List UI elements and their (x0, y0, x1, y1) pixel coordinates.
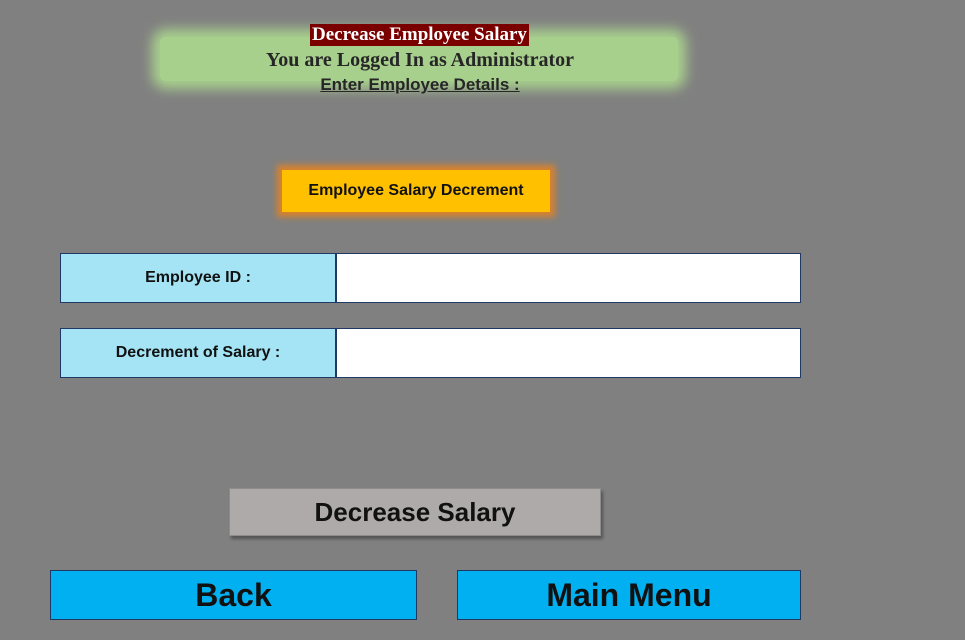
employee-id-input[interactable] (336, 253, 801, 303)
back-button[interactable]: Back (50, 570, 417, 620)
form-instructions: Enter Employee Details : (320, 75, 520, 94)
decrease-salary-button[interactable]: Decrease Salary (229, 488, 601, 536)
main-menu-button[interactable]: Main Menu (457, 570, 801, 620)
salary-decrement-input[interactable] (336, 328, 801, 378)
page-title: Decrease Employee Salary (310, 24, 529, 46)
salary-decrement-label: Decrement of Salary : (60, 328, 336, 378)
section-banner: Employee Salary Decrement (282, 170, 550, 212)
employee-id-label: Employee ID : (60, 253, 336, 303)
logged-in-status: You are Logged In as Administrator (266, 49, 574, 71)
